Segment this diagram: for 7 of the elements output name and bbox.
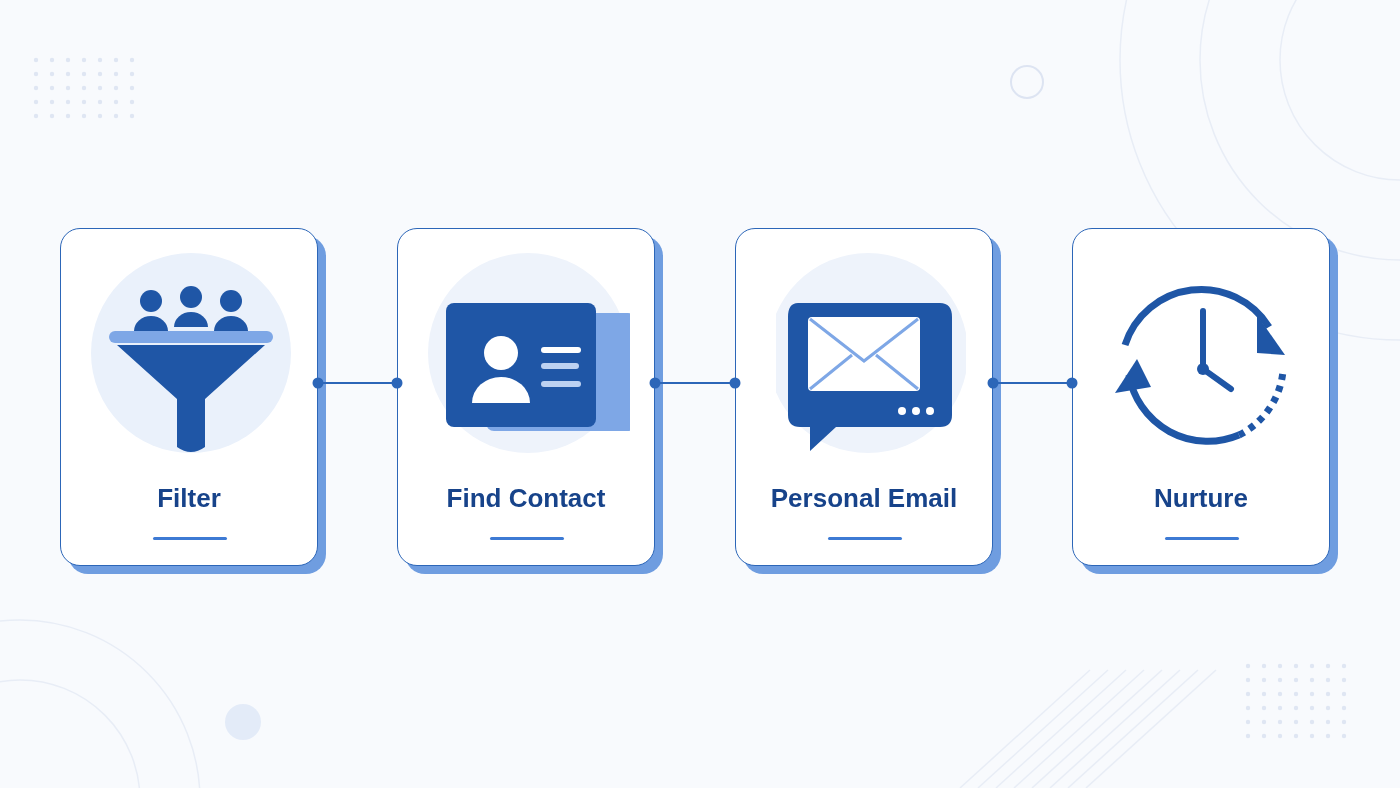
step-label: Find Contact [445,483,607,514]
step-label: Filter [156,483,222,514]
connector-line [312,377,403,389]
connector-line [649,377,741,389]
step-label: Nurture [1153,483,1249,514]
connector-line [987,377,1078,389]
step-label: Personal Email [769,483,959,514]
